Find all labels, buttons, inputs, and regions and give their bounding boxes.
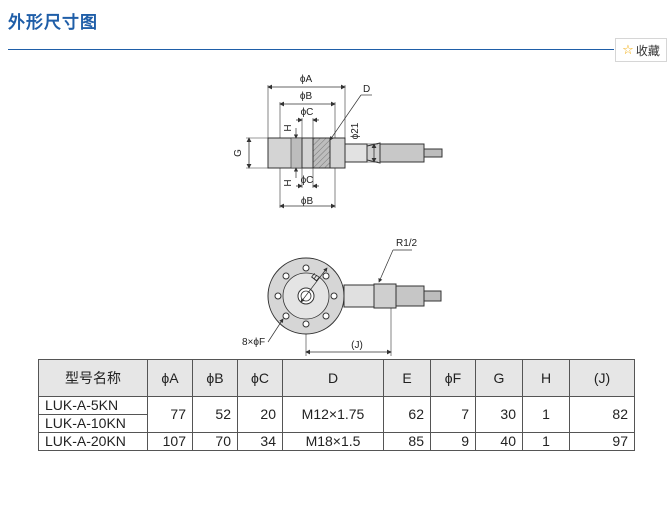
cell-A: 77 [147,396,193,433]
star-outline-icon: ☆ [622,42,634,58]
header-B: ϕB [192,359,238,397]
cell-F: 7 [430,396,476,433]
label-phiA: ϕA [300,74,313,85]
label-H-bottom: H [283,179,294,186]
header-H: H [522,359,570,397]
top-view [267,249,442,356]
cell-D: M12×1.75 [282,396,384,433]
cell-H: 1 [522,432,570,451]
dimension-drawing: ϕA ϕB ϕC ϕC ϕB D ϕ21 G H H [233,74,443,356]
side-view [246,84,443,209]
cell-C: 20 [237,396,283,433]
label-phiB-bottom: ϕB [301,196,314,207]
cell-model: LUK-A-10KN [38,414,148,433]
cell-H: 1 [522,396,570,433]
label-J: (J) [351,340,363,351]
header-F: ϕF [430,359,476,397]
side-view-labels: ϕA ϕB ϕC ϕC ϕB D ϕ21 G H H [233,74,370,207]
cell-F: 9 [430,432,476,451]
label-phiB-top: ϕB [300,91,313,102]
header-model: 型号名称 [38,359,148,397]
label-D: D [363,84,370,95]
cell-B: 52 [192,396,238,433]
table-header-row: 型号名称 ϕA ϕB ϕC D E ϕF G H (J) [38,359,635,397]
header-G: G [475,359,523,397]
header-C: ϕC [237,359,283,397]
header-D: D [282,359,384,397]
cell-model: LUK-A-20KN [38,432,148,451]
label-phiC-top: ϕC [301,107,314,118]
label-8xF: 8×ϕF [242,337,265,348]
table-row: LUK-A-20KN 107 70 34 M18×1.5 85 9 40 1 9… [38,432,635,451]
page-title: 外形尺寸图 [8,13,98,33]
cell-J: 82 [569,396,635,433]
label-R: R1/2 [396,238,418,249]
cell-model: LUK-A-5KN [38,396,148,415]
cell-G: 30 [475,396,523,433]
cell-A: 107 [147,432,193,451]
favorite-button[interactable]: ☆ 收藏 [615,38,667,62]
title-divider [8,49,614,50]
label-phi21: ϕ21 [350,122,361,139]
label-phiC-bottom: ϕC [301,175,314,186]
cell-G: 40 [475,432,523,451]
cell-D: M18×1.5 [282,432,384,451]
header-A: ϕA [147,359,193,397]
header-J: (J) [569,359,635,397]
favorite-label: 收藏 [635,43,660,58]
cell-B: 70 [192,432,238,451]
cell-E: 62 [383,396,431,433]
spec-table: 型号名称 ϕA ϕB ϕC D E ϕF G H (J) LUK-A-5KN 7… [38,359,635,451]
header-E: E [383,359,431,397]
cell-C: 34 [237,432,283,451]
cell-E: 85 [383,432,431,451]
table-row: LUK-A-5KN 77 52 20 M12×1.75 62 7 30 1 82 [38,396,635,433]
label-H-top: H [283,124,294,131]
cell-J: 97 [569,432,635,451]
label-G: G [233,149,244,157]
